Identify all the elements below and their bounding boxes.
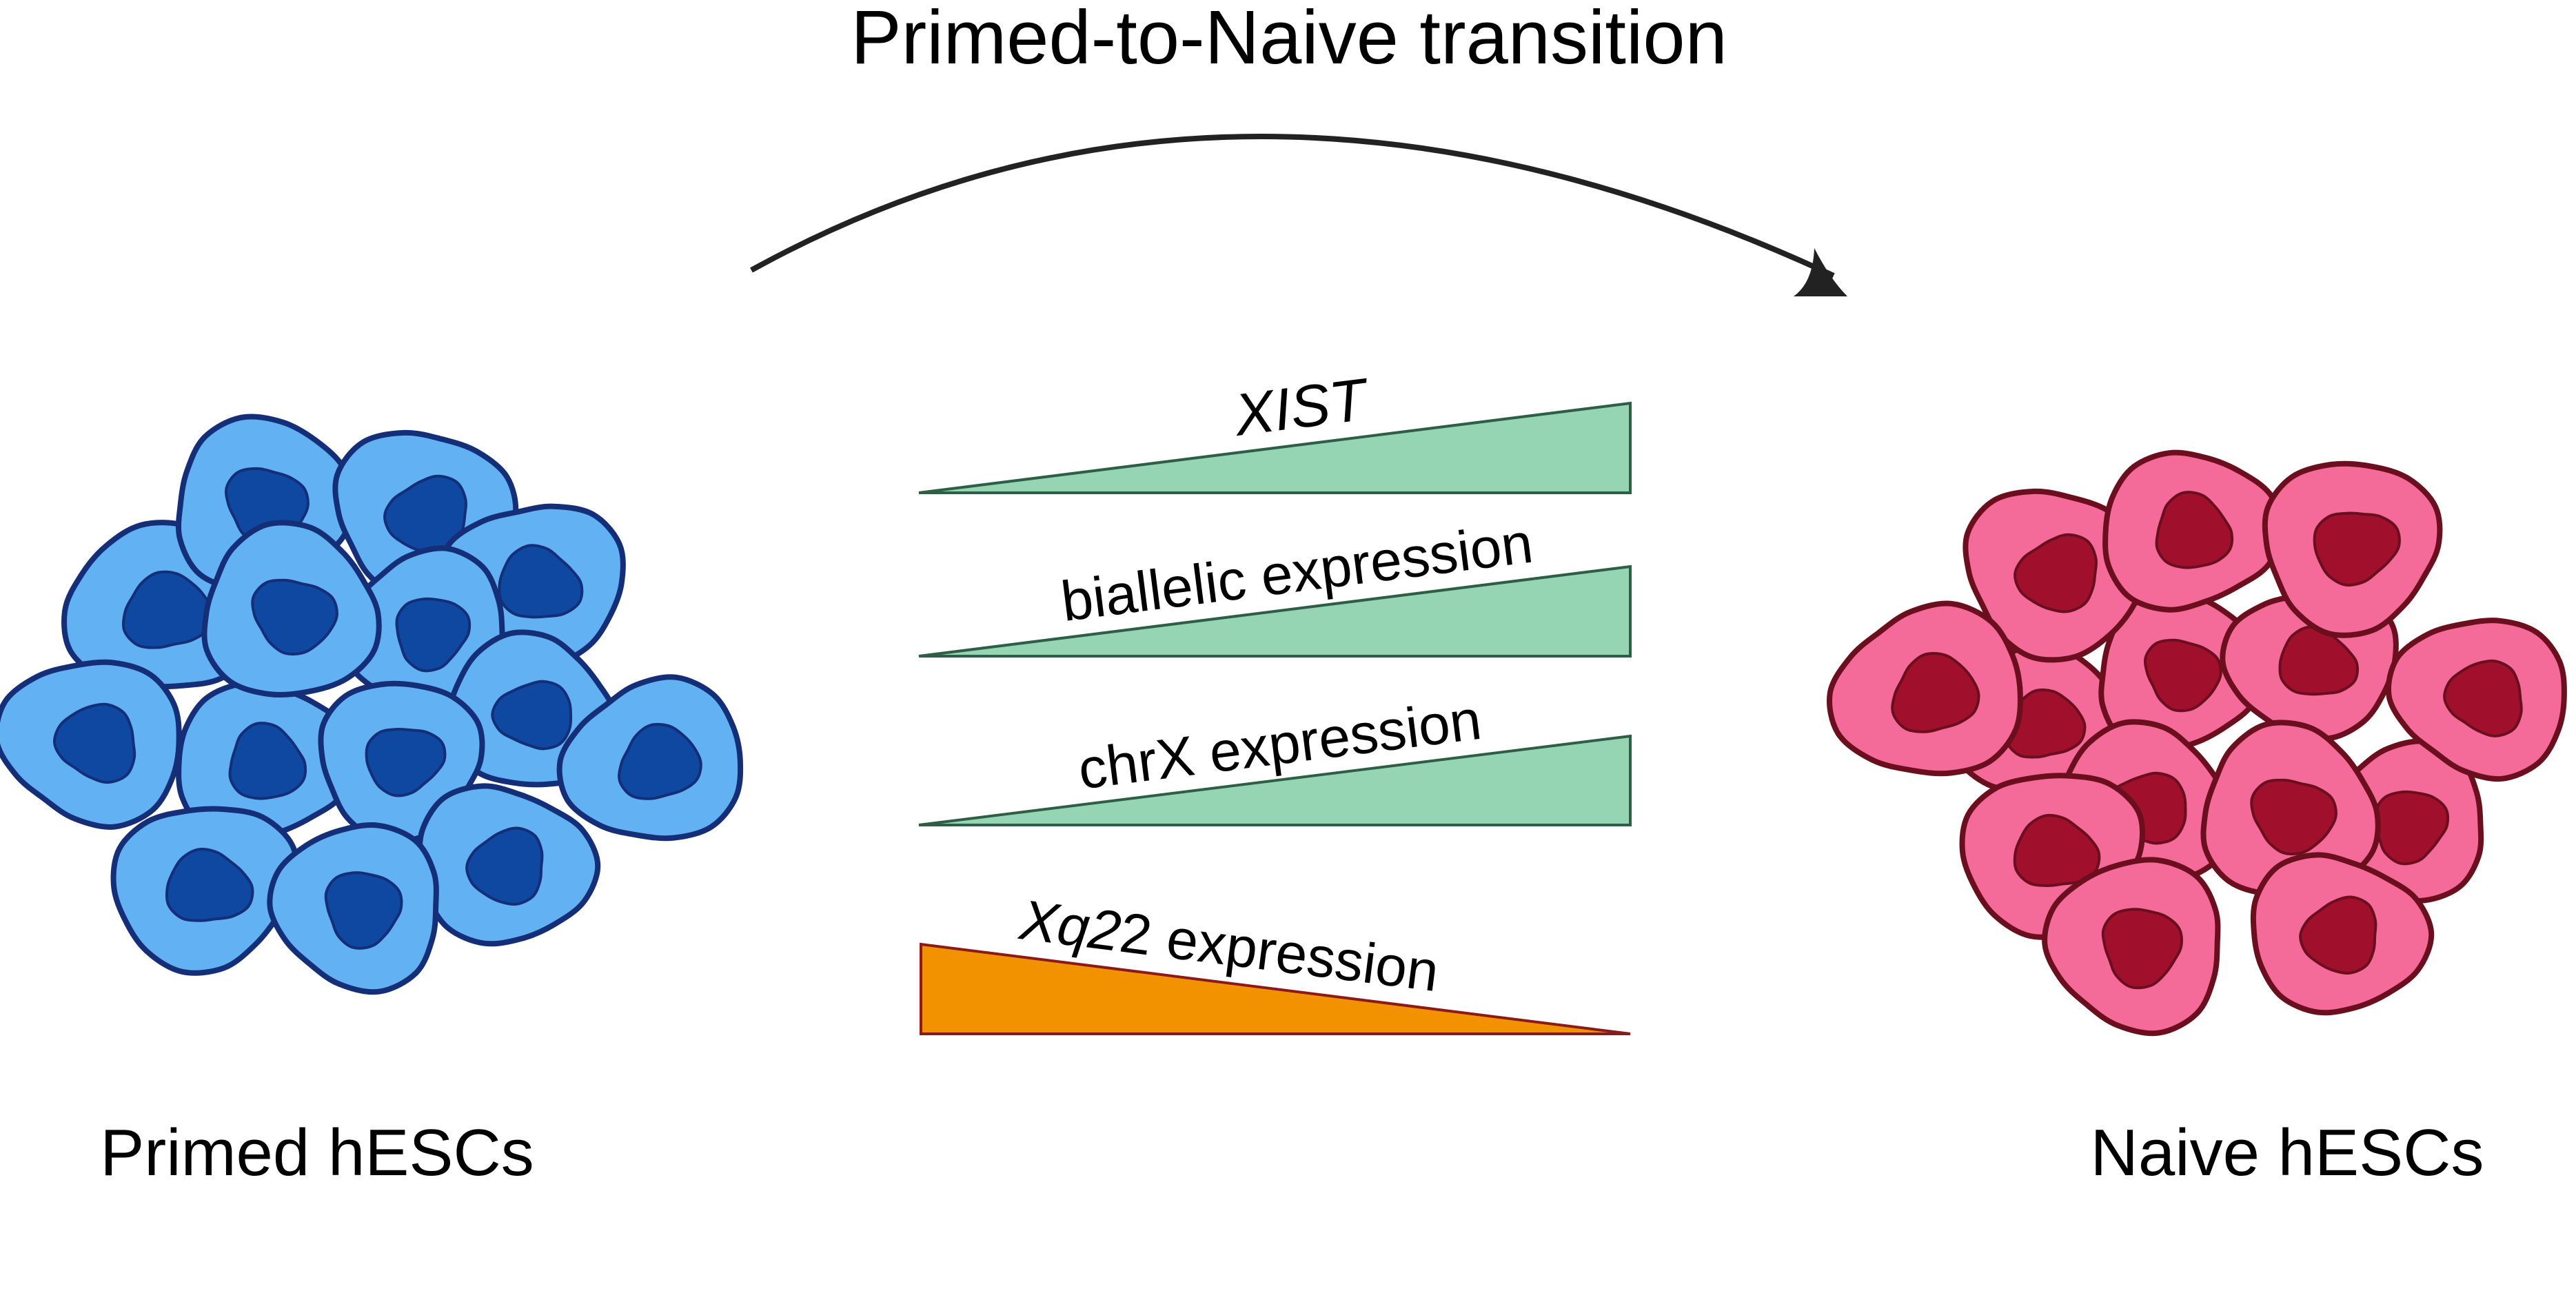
naive-nucleus (2014, 533, 2098, 613)
primed-cell-cluster-icon (0, 414, 744, 995)
naive-cell-icon (2262, 460, 2443, 638)
primed-cell-icon (416, 783, 601, 947)
naive-cell-icon (2102, 449, 2286, 613)
trend-biallelic-wedge (918, 564, 1632, 658)
primed-cell-icon (110, 806, 300, 976)
primed-nucleus (465, 826, 544, 906)
naive-nucleus (2443, 659, 2523, 737)
naive-nucleus (2299, 895, 2377, 975)
naive-nucleus (1891, 651, 1980, 733)
primed-nucleus (365, 727, 447, 797)
naive-cell-icon (1963, 488, 2149, 663)
naive-cell-icon (2200, 720, 2381, 898)
primed-nucleus (618, 722, 702, 800)
diagram-title: Primed-to-Naive transition (851, 0, 1727, 80)
naive-nucleus (2101, 908, 2183, 990)
trend-chrx-wedge (918, 734, 1632, 826)
primed-nucleus (53, 702, 136, 784)
trend-chrx: chrX expression (918, 689, 1632, 826)
primed-cell-icon (0, 659, 182, 830)
trend-xq22-label-italic: Xq2 (1015, 888, 1124, 964)
primed-nucleus (228, 722, 307, 800)
naive-nucleus (2143, 638, 2222, 713)
naive-nucleus (2155, 491, 2234, 569)
primed-cell-icon (267, 822, 439, 995)
primed-nucleus (165, 848, 254, 922)
trend-xist-wedge (918, 401, 1632, 494)
primed-cell-icon (556, 674, 744, 842)
naive-cell-icon (2042, 857, 2221, 1037)
primed-cell-icon (176, 680, 360, 844)
primed-nucleus (324, 871, 403, 950)
naive-nucleus (2313, 511, 2401, 587)
naive-cell-icon (2250, 852, 2435, 1016)
primed-cell-icon (201, 520, 382, 698)
naive-cell-icon (2386, 618, 2567, 782)
naive-label: Naive hESCs (2091, 1116, 2484, 1190)
trend-xist-label: XIST (1230, 366, 1374, 449)
naive-cell-icon (1959, 773, 2146, 940)
primed-nucleus (251, 578, 338, 656)
trend-xq22-wedge (920, 942, 1631, 1035)
trend-xq22: Xq22 expression (920, 888, 1631, 1035)
naive-cell-cluster-icon (1827, 449, 2567, 1037)
primed-nucleus (121, 570, 214, 649)
primed-label: Primed hESCs (100, 1116, 534, 1190)
naive-nucleus (2013, 813, 2101, 888)
transition-arrow-icon (750, 134, 1847, 296)
trend-biallelic: biallelic expression (918, 511, 1632, 658)
naive-cell-icon (2098, 589, 2268, 754)
trend-xist: XIST (918, 366, 1632, 494)
primed-nucleus (498, 544, 584, 619)
primed-nucleus (491, 680, 573, 751)
primed-nucleus (395, 597, 471, 673)
naive-cell-icon (1827, 600, 2023, 777)
naive-nucleus (2250, 778, 2337, 856)
